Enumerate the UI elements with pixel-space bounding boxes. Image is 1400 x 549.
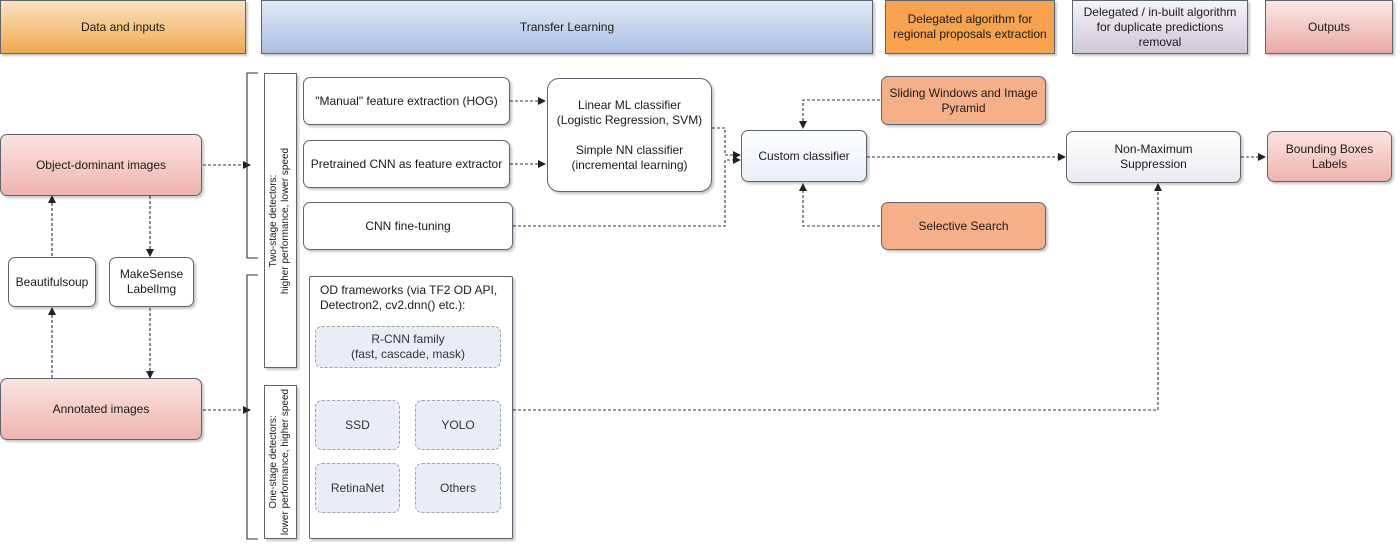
arrow-frameworks-to-nms — [513, 183, 1162, 411]
od-frameworks-title: OD frameworks (via TF2 OD API, Detectron… — [320, 283, 498, 312]
selective-search: Selective Search — [881, 202, 1046, 250]
header-outputs: Outputs — [1265, 0, 1393, 54]
two-stage-label: Two-stage detectors: higher performance,… — [268, 147, 292, 294]
annotated-images: Annotated images — [0, 378, 202, 440]
others-node: Others — [415, 463, 501, 513]
sliding-windows-image-pyramid: Sliding Windows and Image Pyramid — [881, 76, 1046, 125]
rcnn-family: R-CNN family (fast, cascade, mask) — [315, 326, 501, 368]
arrow-finetuning-to-custom — [513, 156, 741, 227]
one-stage-label: One-stage detectors: lower performance, … — [268, 388, 292, 536]
header-regional-proposals: Delegated algorithm for regional proposa… — [885, 0, 1055, 54]
header-transfer-learning: Transfer Learning — [261, 0, 873, 54]
object-dominant-images: Object-dominant images — [0, 134, 202, 196]
retinanet-node: RetinaNet — [315, 463, 400, 513]
one-stage-bracket — [246, 274, 258, 540]
header-duplicate-removal: Delegated / in-built algorithm for dupli… — [1072, 0, 1248, 54]
makesense-labelimg-node: MakeSense LabelImg — [109, 257, 194, 307]
beautifulsoup-node: Beautifulsoup — [8, 257, 96, 307]
ml-nn-classifier: Linear ML classifier (Logistic Regressio… — [547, 78, 712, 192]
yolo-node: YOLO — [415, 400, 501, 450]
header-data-inputs: Data and inputs — [0, 0, 246, 54]
bounding-boxes-labels: Bounding Boxes Labels — [1267, 131, 1392, 182]
arrow-sliding-to-custom — [799, 99, 880, 129]
two-stage-bracket — [246, 72, 258, 259]
non-maximum-suppression: Non-Maximum Suppression — [1066, 131, 1241, 183]
ssd-node: SSD — [315, 400, 400, 450]
arrow-classifier-to-custom — [712, 127, 741, 159]
custom-classifier: Custom classifier — [741, 130, 867, 182]
one-stage-label-box: One-stage detectors: lower performance, … — [264, 385, 297, 539]
pretrained-cnn-extractor: Pretrained CNN as feature extractor — [303, 140, 510, 188]
arrow-selective-to-custom — [799, 183, 880, 227]
cnn-fine-tuning: CNN fine-tuning — [303, 202, 513, 250]
two-stage-label-box: Two-stage detectors: higher performance,… — [264, 73, 297, 368]
manual-feature-extraction: "Manual" feature extraction (HOG) — [303, 77, 510, 125]
